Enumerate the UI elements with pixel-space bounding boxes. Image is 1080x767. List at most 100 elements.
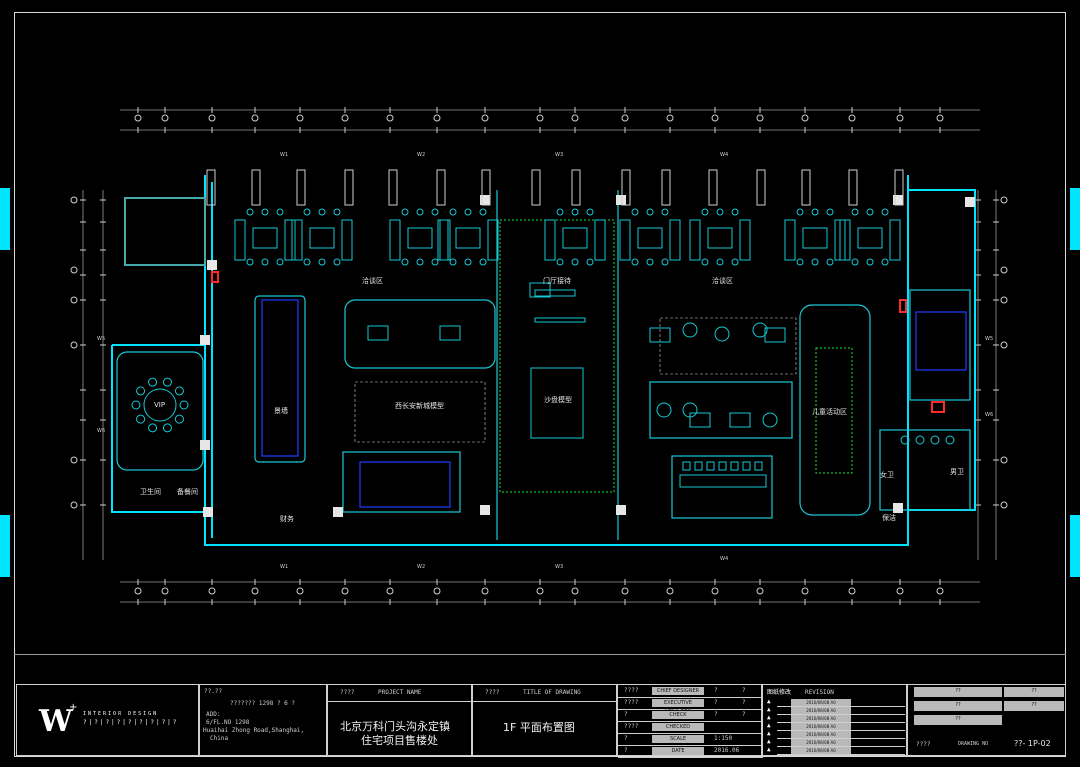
revision-entry: 2016/06/08 A0 [791,723,851,730]
vip-chair [136,414,146,424]
label-landscape: 景墙 [274,406,288,415]
sand-table-zone [499,219,853,493]
vip-chair [148,423,158,433]
column [893,195,903,205]
sheet-label-en: DRAWING NO [958,741,989,747]
label-prep-room: 备餐间 [177,487,198,496]
designer-row-extra: ? [742,687,746,694]
round-chair [752,322,768,338]
svg-text:W6: W6 [97,428,105,434]
designer-row-role: DATE [652,747,704,755]
column [965,197,975,207]
revision-triangle-icon: ▲ [767,738,771,745]
designer-row: ? SCALE 1:150 [618,733,763,746]
designer-row-label: ? [624,735,628,742]
vip-chair [131,400,141,410]
edge-marker-left-bottom [0,515,10,577]
svg-text:W4: W4 [720,556,728,562]
svg-text:W3: W3 [555,152,563,158]
project-cell: ???? PROJECT NAME 北京万科门头沟永定镇 住宅项目售楼处 [327,684,473,756]
vip-chair [136,386,146,396]
interior-partitions [116,190,971,540]
vip-chair [174,414,184,424]
designer-row-label: ???? [624,699,639,706]
address-label: ??.?? [204,688,223,695]
label-negotiation-left: 洽谈区 [362,276,383,285]
column [893,503,903,513]
svg-text:W5: W5 [97,336,105,342]
svg-text:W1: W1 [280,564,288,570]
window-mullion [894,169,904,206]
stool [754,461,763,471]
designer-row-extra: ? [742,699,746,706]
revision-entry: 2016/06/08 A0 [791,699,851,706]
columns [200,195,975,517]
designer-row-role: CHECKED [652,723,704,731]
sink [915,435,925,445]
designer-row-value: 1:150 [714,735,733,742]
address-en-1: ADD: [206,711,221,718]
stool [706,461,715,471]
revision-triangle-icon: ▲ [767,698,771,705]
column [200,440,210,450]
drawing-label: ???? [485,689,500,696]
stool [694,461,703,471]
label-vip: VIP [154,401,165,409]
column [203,507,213,517]
vip-chair [174,386,184,396]
window-mullion [801,169,811,206]
sheet-fill-4: ?? [1004,687,1064,697]
revision-triangle-icon: ▲ [767,722,771,729]
column [200,335,210,345]
display-table [689,412,711,428]
column [207,260,217,270]
label-xian-model: 西长安新城模型 [395,401,444,410]
drawing-title-cell: ???? TITLE OF DRAWING 1F 平面布置图 [472,684,618,756]
sheet-label: ???? [916,741,931,748]
designer-row-value: ? [714,687,718,694]
revision-triangle-icon: ▲ [767,706,771,713]
revision-label-en: REVISION [805,689,834,696]
revision-entry: 2016/06/08 A0 [791,747,851,754]
designer-row-label: ? [624,747,628,754]
designer-row-role: SCALE [652,735,704,743]
round-chair [656,402,672,418]
revision-triangle-icon: ▲ [767,714,771,721]
stool [718,461,727,471]
window-mullion [848,169,858,206]
label-lobby: 门厅接待 [543,276,571,285]
seating-group [839,208,901,266]
address-en-4: China [210,735,229,742]
sink [945,435,955,445]
seating-group [291,208,353,266]
reception-desk [534,289,576,297]
room-labels: 洽谈区 洽谈区 门厅接待 VIP 景墙 西长安新城模型 沙盘模型 儿童活动区 卫… [140,276,964,523]
label-male-wc: 男卫 [950,468,964,476]
window-mullion [621,169,631,206]
svg-text:W3: W3 [555,564,563,570]
sheet-fill-1: ?? [914,687,1002,697]
project-label-en: PROJECT NAME [378,689,422,696]
designer-row: ????CHIEF DESIGNER?? [618,685,763,698]
designer-row-value: 2016.06 [714,747,740,754]
sheet-fill-2: ?? [914,701,1002,711]
axis-labels: W1 W2 W3 W4 W1 W2 W3 W4 W5 W6 W5 W6 [97,152,993,570]
stool [730,461,739,471]
sheet-number: ??- 1P-02 [1014,739,1051,748]
seating-group [234,208,296,266]
label-female-wc: 女卫 [880,470,894,479]
round-chair [714,326,730,342]
seating-group [619,208,681,266]
stairs [261,299,967,508]
revision-entry: 2016/06/08 A0 [791,715,851,722]
seating-group [544,208,606,266]
exterior-walls [111,175,976,546]
column [616,505,626,515]
column [480,505,490,515]
seating-group [689,208,751,266]
svg-text:W2: W2 [417,564,425,570]
svg-text:W6: W6 [985,412,993,418]
revision-triangle-icon: ▲ [767,730,771,737]
model-zones [354,317,797,443]
